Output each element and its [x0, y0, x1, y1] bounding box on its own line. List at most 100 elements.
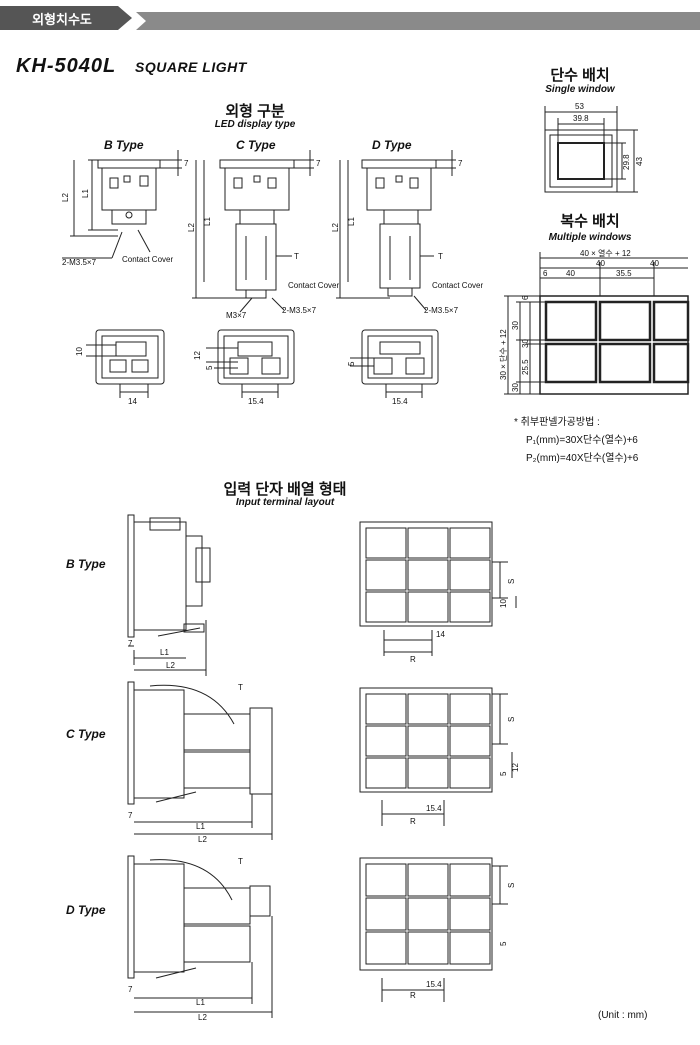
single-dim-39-8: 39.8: [573, 114, 589, 123]
terminal-d-side: [127, 855, 273, 1018]
d-dim-l2: L2: [331, 223, 340, 232]
terminal-c-grid: [359, 687, 513, 826]
td-dim-t: T: [238, 857, 243, 866]
multi-dim-6v: 6: [521, 295, 530, 300]
td-dim-s: S: [507, 883, 516, 888]
c-dim-t: T: [294, 252, 299, 261]
single-window-drawing: [544, 106, 638, 193]
terminal-title: 입력 단자 배열 형태: [223, 481, 347, 498]
tc-dim-5: 5: [499, 771, 508, 776]
terminal-subtitle: Input terminal layout: [235, 497, 335, 508]
d-contact: Contact Cover: [432, 281, 483, 290]
c-contact: Contact Cover: [288, 281, 339, 290]
terminal-type-d: D Type: [66, 903, 106, 917]
outline-d-bottom: [350, 329, 439, 398]
panel-note-line1: P₁(mm)=30X단수(열수)+6: [526, 435, 638, 446]
c-dim-l1: L1: [203, 217, 212, 226]
b-dim-l2: L2: [61, 193, 70, 202]
multiple-title: 복수 배치: [560, 213, 620, 230]
d-dim-15-4: 15.4: [392, 397, 408, 406]
outline-c-side: [192, 150, 314, 313]
tc-dim-7: 7: [128, 811, 133, 820]
multiple-window-grid: [504, 252, 690, 395]
c-dim-7: 7: [316, 159, 321, 168]
multi-dim-25-5: 25.5: [521, 359, 530, 375]
td-dim-7: 7: [128, 985, 133, 994]
tc-dim-s: S: [507, 717, 516, 722]
multi-dim-35-5: 35.5: [616, 269, 632, 278]
model-subtitle: SQUARE LIGHT: [135, 59, 247, 75]
tb-dim-10: 10: [499, 599, 508, 608]
d-dim-t: T: [438, 252, 443, 261]
single-title: 단수 배치: [550, 67, 610, 84]
outline-title: 외형 구분: [225, 103, 285, 120]
td-dim-5: 5: [499, 941, 508, 946]
tb-dim-14: 14: [436, 630, 445, 639]
outline-c-bottom: [206, 329, 295, 398]
c-screw-m3: M3×7: [226, 311, 247, 320]
outline-d-side: [336, 150, 456, 311]
multi-dim-40a: 40: [596, 259, 605, 268]
single-dim-43: 43: [635, 157, 644, 166]
outline-subtitle: LED display type: [214, 119, 296, 130]
b-dim-7: 7: [184, 159, 189, 168]
multi-top-formula: 40 × 열수 + 12: [580, 249, 631, 258]
c-dim-12: 12: [193, 351, 202, 360]
tb-dim-l2: L2: [166, 661, 175, 670]
terminal-c-side: [127, 681, 273, 840]
multi-dim-30b: 30: [521, 339, 530, 348]
multiple-subtitle: Multiple windows: [548, 232, 632, 243]
tc-dim-r: R: [410, 817, 416, 826]
terminal-d-grid: [359, 857, 508, 1002]
tc-dim-12: 12: [511, 763, 520, 772]
terminal-type-c: C Type: [66, 727, 106, 741]
model-name: KH-5040L: [16, 55, 117, 77]
tb-dim-l1: L1: [160, 648, 169, 657]
multi-left-formula: 30 × 단수 + 12: [498, 329, 508, 380]
td-dim-r: R: [410, 991, 416, 1000]
c-dim-15-4: 15.4: [248, 397, 264, 406]
td-dim-15-4: 15.4: [426, 980, 442, 989]
d-screw: 2-M3.5×7: [424, 306, 459, 315]
multi-dim-30a: 30: [511, 321, 520, 330]
section-banner: [0, 6, 700, 30]
outline-type-c: C Type: [236, 138, 276, 152]
multi-dim-30c: 30: [511, 383, 520, 392]
terminal-b-grid: [359, 521, 517, 656]
b-contact: Contact Cover: [122, 255, 173, 264]
tb-dim-7: 7: [128, 639, 133, 648]
outline-b-bottom: [86, 329, 165, 398]
tc-dim-t: T: [238, 683, 243, 692]
tc-dim-l2: L2: [198, 835, 207, 844]
b-dim-10: 10: [75, 347, 84, 356]
single-dim-53: 53: [575, 102, 584, 111]
d-dim-7: 7: [458, 159, 463, 168]
outline-type-b: B Type: [104, 138, 144, 152]
tb-dim-s: S: [507, 579, 516, 584]
c-dim-l2: L2: [187, 223, 196, 232]
c-dim-5: 5: [205, 365, 214, 370]
d-dim-l1: L1: [347, 217, 356, 226]
d-dim-5: 5: [347, 361, 356, 366]
unit-label: (Unit : mm): [598, 1010, 648, 1021]
single-dim-29-8: 29.8: [622, 154, 631, 170]
panel-note-heading: * 취부판넬가공방법 :: [514, 417, 600, 428]
c-screw: 2-M3.5×7: [282, 306, 317, 315]
outline-b-side: [62, 150, 182, 259]
multi-dim-6: 6: [543, 269, 548, 278]
tc-dim-l1: L1: [196, 822, 205, 831]
b-dim-l1: L1: [81, 189, 90, 198]
td-dim-l1: L1: [196, 998, 205, 1007]
outline-type-d: D Type: [372, 138, 412, 152]
tc-dim-15-4: 15.4: [426, 804, 442, 813]
b-dim-14: 14: [128, 397, 137, 406]
b-screw: 2-M3.5×7: [62, 258, 97, 267]
banner-label: 외형치수도: [32, 12, 92, 27]
terminal-type-b: B Type: [66, 557, 106, 571]
multi-dim-40b: 40: [650, 259, 659, 268]
terminal-b-side: [127, 514, 211, 676]
panel-note-line2: P₂(mm)=40X단수(열수)+6: [526, 453, 639, 464]
multi-dim-40c: 40: [566, 269, 575, 278]
td-dim-l2: L2: [198, 1013, 207, 1022]
